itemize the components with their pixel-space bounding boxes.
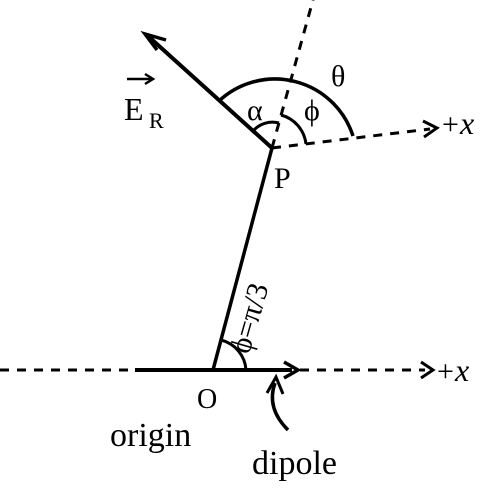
- label-origin-point-o: O: [197, 384, 217, 415]
- dipole-pointer-arrowhead: [265, 373, 285, 395]
- label-point-p: P: [274, 162, 291, 195]
- label-origin: origin: [110, 417, 191, 454]
- label-top-axis-var: x: [459, 105, 474, 141]
- dipole-arrowhead: [283, 360, 302, 380]
- label-theta: θ: [331, 60, 345, 93]
- label-bottom-axis-sign: +: [437, 355, 454, 388]
- label-bottom-axis-var: x: [454, 352, 469, 388]
- angle-arc-phi-origin: [220, 338, 248, 371]
- dipole-pointer-curve: [270, 382, 290, 432]
- label-phi-pi-over-3: ϕ=π/3: [224, 279, 275, 357]
- label-phi-top: ϕ: [304, 94, 320, 127]
- label-top-axis-sign: +: [442, 108, 459, 141]
- angle-arc-phi-top: [280, 113, 308, 145]
- label-field-vector: E: [124, 91, 144, 127]
- position-line-op: [211, 147, 274, 371]
- angle-arc-alpha: [251, 120, 280, 133]
- label-alpha: α: [247, 94, 263, 127]
- vector-overarrow-head: [144, 72, 156, 86]
- angle-arc-theta: [217, 77, 355, 137]
- label-field-subscript: R: [149, 108, 164, 133]
- top-x-axis-arrowhead: [422, 119, 440, 139]
- label-dipole: dipole: [252, 445, 337, 482]
- field-vector-er: [146, 34, 274, 150]
- field-vector-arrowhead: [140, 30, 167, 52]
- bottom-x-axis-arrowhead: [420, 360, 436, 380]
